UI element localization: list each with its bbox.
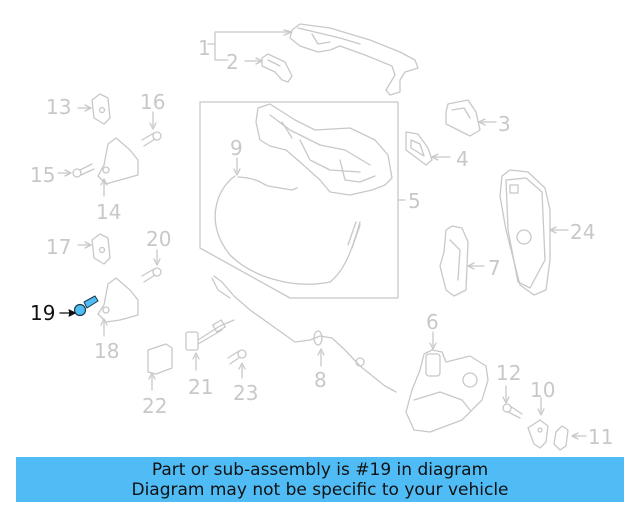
- callout-12: 12: [496, 361, 522, 385]
- bracket-7-icon: [439, 225, 469, 297]
- panel-24-icon: [499, 169, 551, 296]
- bolt-20-icon: [141, 267, 162, 283]
- cable-9-icon: [214, 175, 361, 285]
- callout-10: 10: [530, 378, 556, 402]
- shim-11-icon: [553, 425, 569, 451]
- cover-3-icon: [445, 99, 481, 137]
- callout-20: 20: [146, 227, 172, 251]
- part-info-banner: Part or sub-assembly is #19 in diagram D…: [16, 457, 624, 502]
- bracket-13-icon: [91, 93, 111, 125]
- callout-23: 23: [233, 381, 259, 405]
- callout-21: 21: [188, 375, 214, 399]
- callout-13: 13: [46, 95, 72, 119]
- handle-cap-icon: [261, 53, 293, 83]
- cable-8-icon: [211, 275, 397, 393]
- callout-2: 2: [226, 50, 239, 74]
- callout-19-highlighted[interactable]: 19: [30, 301, 56, 325]
- callout-18: 18: [94, 339, 120, 363]
- assembly-box: [199, 101, 399, 299]
- striker-10-icon: [527, 419, 549, 449]
- hinge-14-icon: [97, 137, 139, 185]
- actuator-icon: [255, 103, 393, 196]
- bracket-17-icon: [91, 233, 111, 265]
- bolt-19-highlighted-icon[interactable]: [73, 295, 99, 317]
- banner-line-disclaimer: Diagram may not be specific to your vehi…: [131, 480, 509, 500]
- hinge-18-icon: [97, 277, 139, 323]
- latch-6-icon: [405, 349, 489, 433]
- callout-11: 11: [588, 425, 614, 449]
- bolt-23-icon: [227, 349, 247, 365]
- door-handle-icon: [289, 23, 419, 96]
- callout-15: 15: [30, 163, 56, 187]
- screw-12-icon: [502, 403, 523, 419]
- callout-5: 5: [408, 189, 421, 213]
- callout-7: 7: [488, 256, 501, 280]
- callout-16: 16: [140, 90, 166, 114]
- callout-6: 6: [426, 310, 439, 334]
- banner-line-part: Part or sub-assembly is #19 in diagram: [151, 460, 489, 480]
- callout-3: 3: [498, 112, 511, 136]
- bolt-15-icon: [72, 163, 95, 178]
- callout-4: 4: [456, 147, 469, 171]
- callout-1: 1: [198, 36, 211, 60]
- exploded-view-drawing: [57, 23, 587, 451]
- parts-diagram: 1 2 3 4 5 6 7 8 9 10 11 12 13 14 15 16 1…: [30, 23, 614, 451]
- callout-17: 17: [46, 235, 72, 259]
- callout-24: 24: [570, 220, 596, 244]
- callout-22: 22: [142, 394, 168, 418]
- pad-22-icon: [147, 343, 173, 375]
- callout-9: 9: [230, 136, 243, 160]
- check-strap-21-icon: [185, 319, 235, 351]
- bolt-16-icon: [141, 131, 162, 147]
- callout-14: 14: [96, 200, 122, 224]
- bracket-4-icon: [405, 131, 433, 166]
- callout-8: 8: [314, 368, 327, 392]
